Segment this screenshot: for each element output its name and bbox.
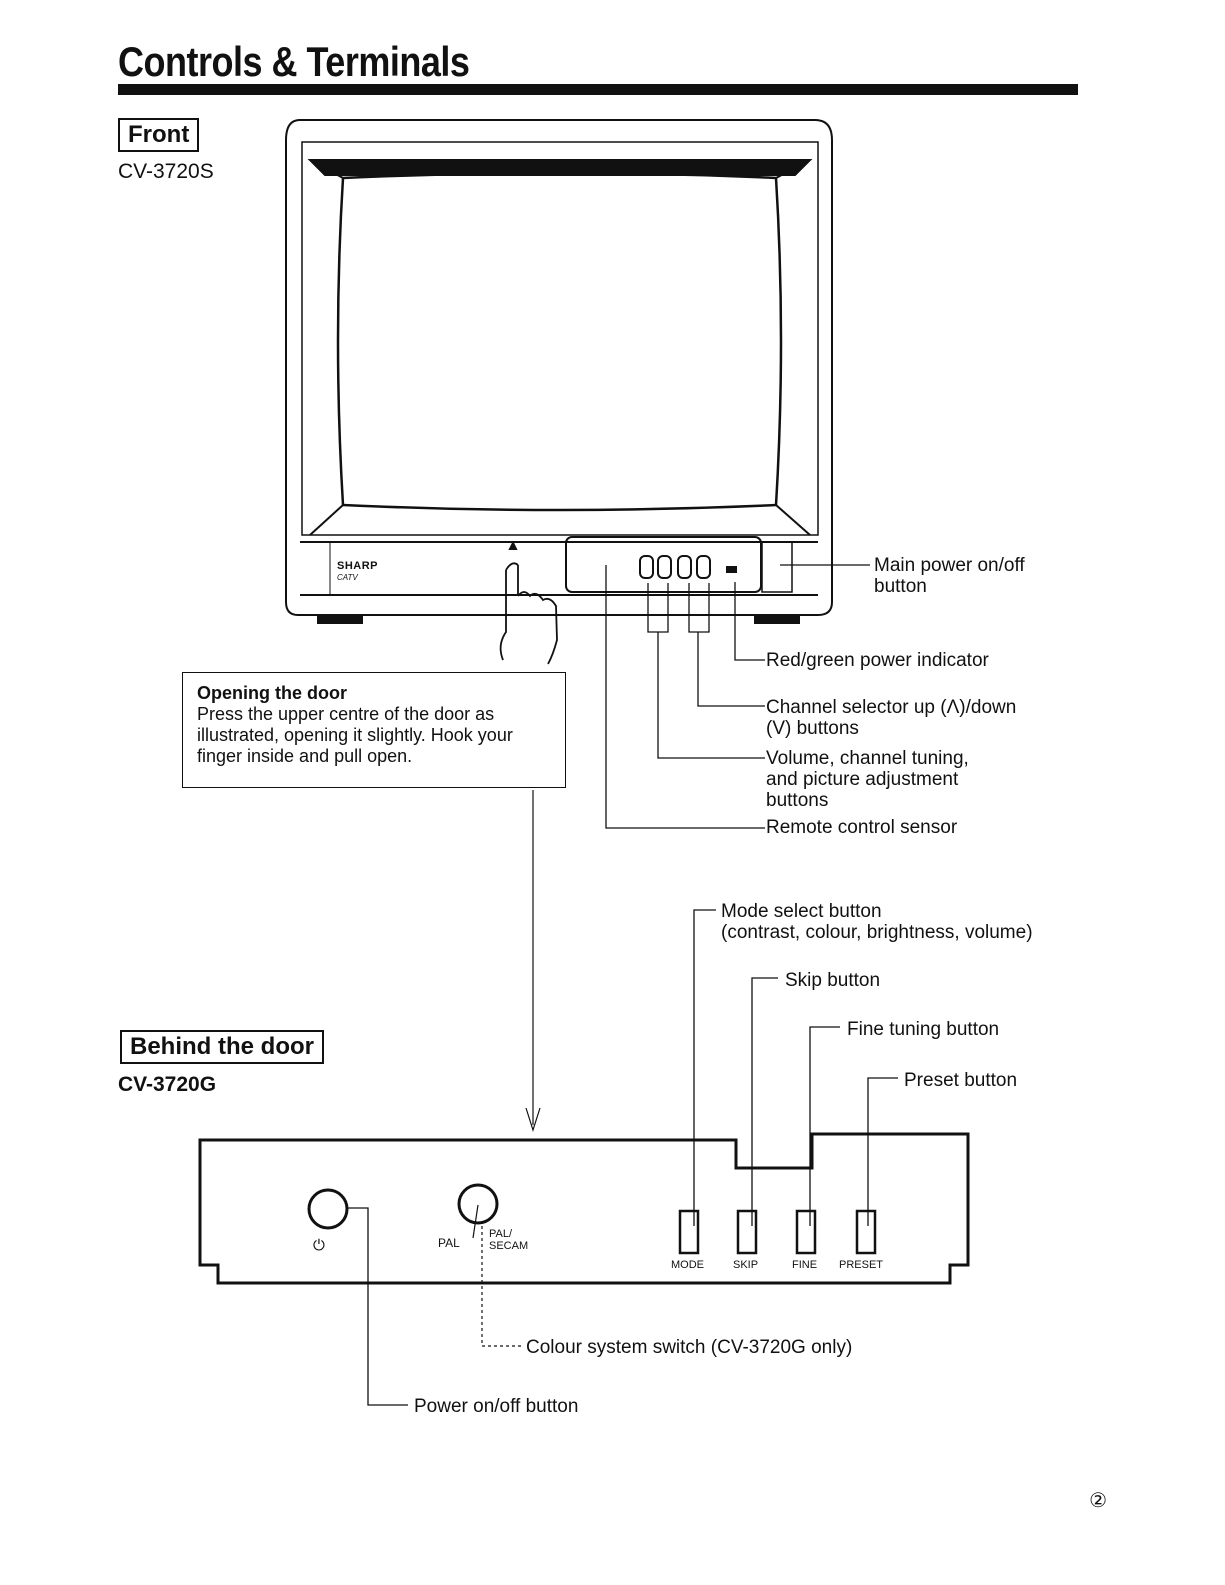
callout-remote: Remote control sensor [766,817,958,838]
tv-cabinet [285,119,833,616]
front-button-4 [696,555,711,579]
preset-button [855,1209,877,1255]
skip-label: SKIP [733,1259,759,1271]
fine-label: FINE [792,1259,818,1271]
callout-power: Power on/off button [414,1396,579,1417]
mode-button [678,1209,700,1255]
fine-button [795,1209,817,1255]
tv-front-illustration [198,119,970,1406]
main-power-button [761,541,793,593]
front-door [565,536,762,593]
hand-icon [499,570,507,661]
title-rule [118,84,1078,95]
tv-screen [336,171,783,512]
pal-label: PAL [438,1236,460,1250]
mode-label: MODE [671,1259,704,1271]
tv-bezel [301,141,819,536]
callout-colour-switch: Colour system switch (CV-3720G only) [526,1337,853,1358]
callout-mode: Mode select button(contrast, colour, bri… [721,901,1033,943]
front-button-1 [639,555,654,579]
callout-indicator: Red/green power indicator [766,650,989,671]
skip-button [736,1209,758,1255]
preset-label: PRESET [839,1259,884,1271]
callout-skip: Skip button [785,970,881,991]
power-indicator [726,566,737,573]
callout-fine: Fine tuning button [847,1019,1000,1040]
brand-sub: CATV [337,573,358,582]
front-button-2 [657,555,672,579]
power-button [307,1188,349,1230]
callout-preset: Preset button [904,1070,1018,1091]
front-model: CV-3720S [118,160,214,183]
page-number: ② [1089,1490,1107,1512]
behind-label: Behind the door [120,1030,324,1064]
colour-system-switch [457,1183,499,1225]
power-symbol-icon: ⏻ [313,1237,325,1254]
pal-secam-label: PAL/SECAM [489,1228,529,1252]
front-label: Front [118,118,200,152]
brand-logo: SHARP [337,560,379,572]
behind-model: CV-3720G [118,1073,217,1096]
callout-volume: Volume, channel tuning,and picture adjus… [766,748,969,811]
door-note-heading: Opening the door [197,683,347,703]
callout-channel: Channel selector up (Λ)/down(V) buttons [766,697,1017,739]
front-button-3 [677,555,692,579]
page-title: Controls & Terminals [118,38,470,86]
screen-top-shade [307,159,813,176]
door-note: Opening the door Press the upper centre … [182,672,566,788]
door-panel [198,1132,970,1285]
